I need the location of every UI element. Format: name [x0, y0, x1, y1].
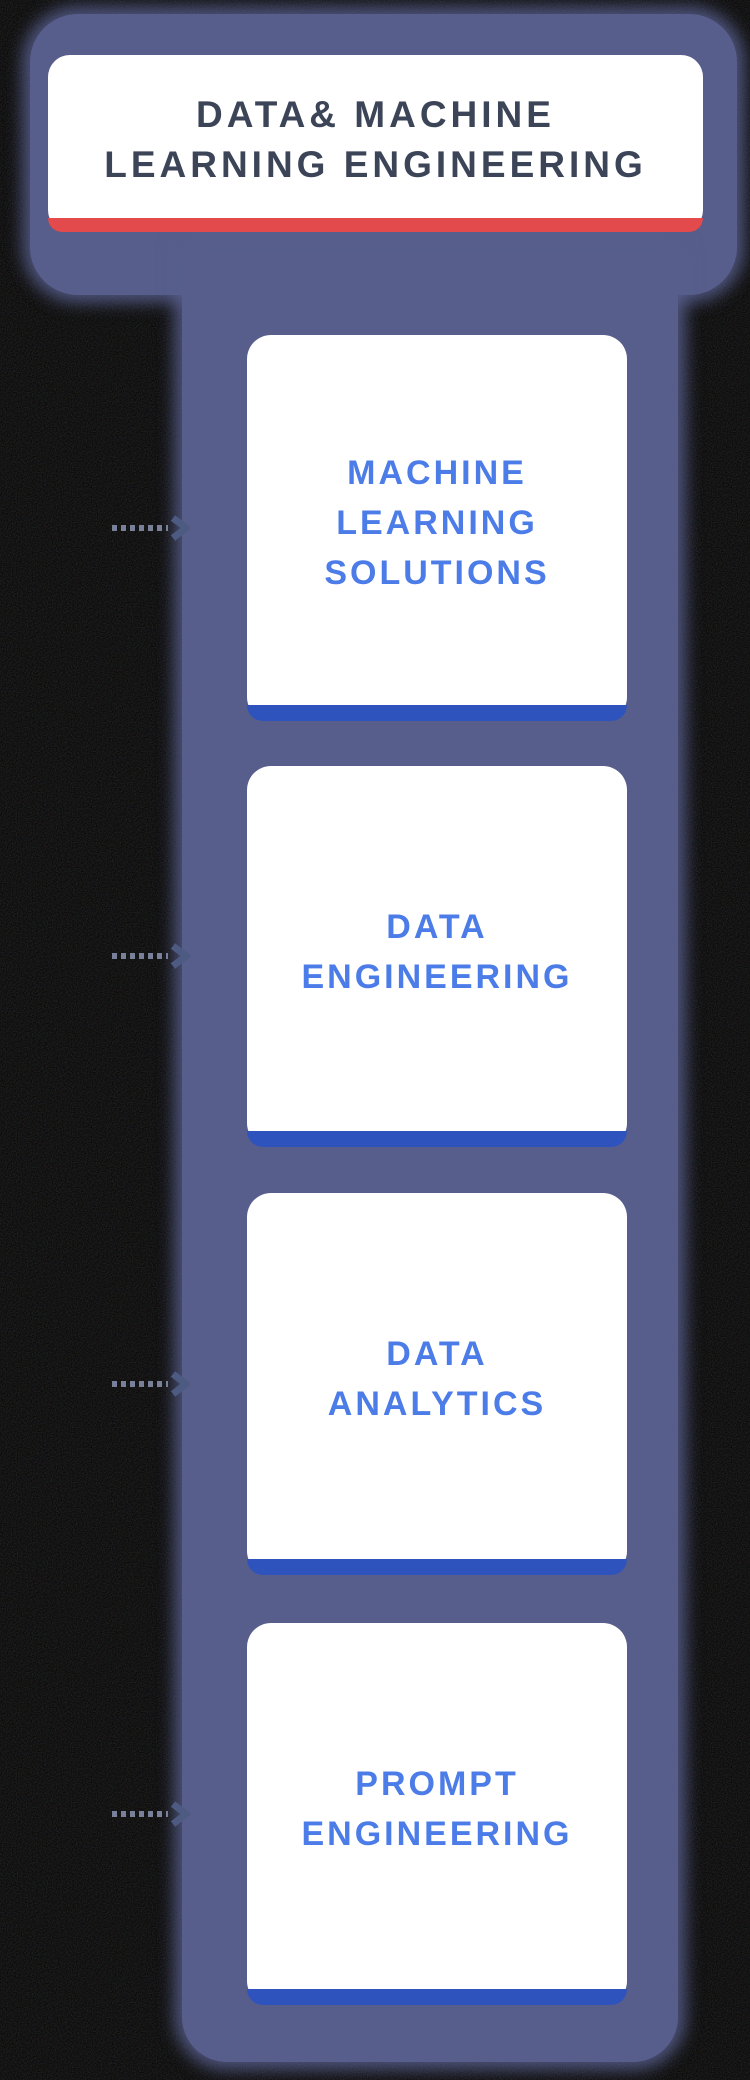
title-card: DATA& MACHINE LEARNING ENGINEERING	[48, 55, 703, 232]
card-title-line: ANALYTICS	[327, 1385, 547, 1423]
title-accent-bar	[48, 218, 703, 232]
card-title: DATA ENGINEERING	[301, 902, 572, 1002]
dotted-right-arrow-icon	[112, 1801, 192, 1827]
arrow-dotted-tail	[112, 1381, 168, 1387]
card-title-line: LEARNING	[336, 504, 538, 542]
arrow-chevron-head	[170, 515, 190, 541]
card-title-line: MACHINE	[347, 454, 527, 492]
diagram-title-line: LEARNING ENGINEERING	[104, 143, 647, 185]
card-title: DATA ANALYTICS	[328, 1329, 546, 1429]
dotted-right-arrow-icon	[112, 515, 192, 541]
dotted-right-arrow-icon	[112, 1371, 192, 1397]
card-title: MACHINE LEARNING SOLUTIONS	[324, 448, 549, 598]
card-data-analytics: DATA ANALYTICS	[247, 1193, 627, 1575]
card-title-line: DATA	[386, 1335, 488, 1373]
card-machine-learning-solutions: MACHINE LEARNING SOLUTIONS	[247, 335, 627, 721]
card-accent-bar	[247, 1131, 627, 1147]
card-prompt-engineering: PROMPT ENGINEERING	[247, 1623, 627, 2005]
arrow-dotted-tail	[112, 525, 168, 531]
arrow-chevron-head	[170, 1371, 190, 1397]
card-title: PROMPT ENGINEERING	[301, 1759, 572, 1859]
dotted-right-arrow-icon	[112, 943, 192, 969]
card-title-line: ENGINEERING	[301, 957, 573, 996]
arrow-chevron-head	[170, 943, 190, 969]
card-data-engineering: DATA ENGINEERING	[247, 766, 627, 1147]
card-title-line: DATA	[386, 907, 488, 946]
arrow-dotted-tail	[112, 953, 168, 959]
card-title-line: SOLUTIONS	[324, 554, 550, 592]
diagram-title: DATA& MACHINE LEARNING ENGINEERING	[104, 90, 647, 190]
card-title-line: PROMPT	[355, 1765, 519, 1803]
arrow-dotted-tail	[112, 1811, 168, 1817]
card-accent-bar	[247, 705, 627, 721]
card-title-line: ENGINEERING	[301, 1815, 573, 1853]
card-accent-bar	[247, 1559, 627, 1575]
card-accent-bar	[247, 1989, 627, 2005]
diagram-title-line: DATA& MACHINE	[196, 93, 555, 135]
arrow-chevron-head	[170, 1801, 190, 1827]
